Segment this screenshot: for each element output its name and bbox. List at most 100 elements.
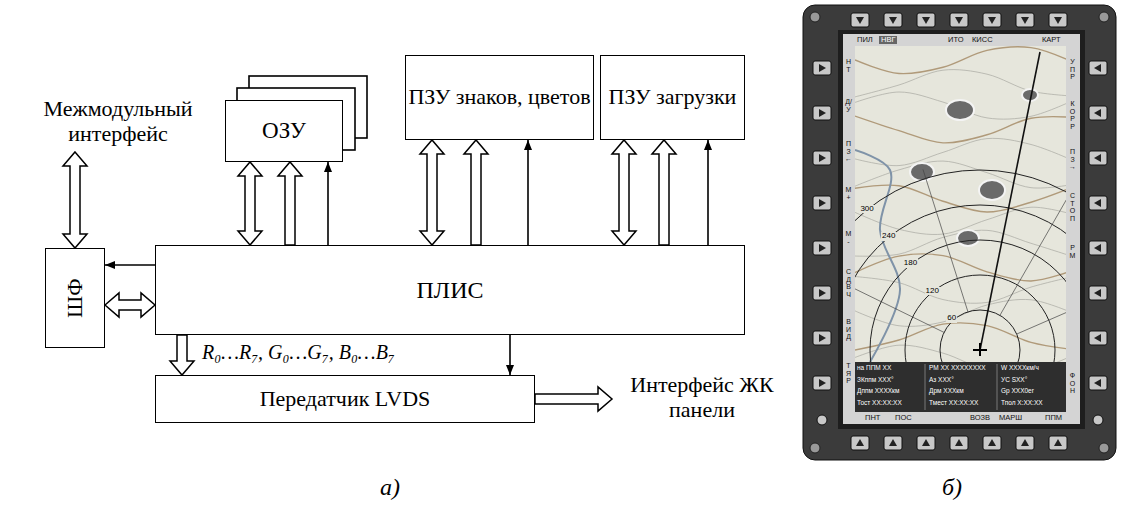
interface-arrow	[63, 152, 87, 248]
signal-arrow	[105, 264, 155, 266]
softkey-label: М-	[845, 230, 852, 245]
button-arrow	[819, 334, 826, 342]
button-arrow	[889, 17, 897, 24]
bus-arrow	[278, 162, 302, 245]
softkey-label: НВГ	[879, 36, 897, 44]
bezel-button	[1089, 286, 1107, 300]
interface-name: Межмодульный интерфейс	[8, 96, 228, 147]
bezel-button	[884, 436, 902, 450]
softkey-label: РМ	[1069, 244, 1076, 259]
range-number: 300	[859, 205, 874, 214]
signal-arrow	[527, 140, 529, 245]
softkey-label: НТ	[845, 58, 852, 73]
block-box: ПЛИС	[155, 245, 745, 335]
bezel-button	[917, 436, 935, 450]
info-readout: Тпол X:XX:XX	[1001, 399, 1069, 406]
bezel-button	[1089, 196, 1107, 210]
signal-arrow	[327, 162, 329, 245]
info-readout: W XXXXкм/ч	[1001, 364, 1069, 371]
bezel-button	[1089, 376, 1107, 390]
interface-name: Интерфейс ЖК панели	[616, 372, 788, 423]
bezel-button	[950, 13, 968, 27]
bezel-button	[1089, 106, 1107, 120]
bezel-button	[1016, 13, 1034, 27]
bus-arrow	[464, 140, 488, 245]
map-zone	[979, 180, 1005, 200]
info-readout: Тост XX:XX:XX	[857, 399, 925, 406]
map-zone	[910, 163, 934, 181]
bus-arrow	[420, 140, 444, 245]
range-radial	[855, 266, 944, 332]
info-readout: на ППМ XX	[857, 364, 925, 371]
button-arrow	[819, 64, 826, 72]
info-divider	[997, 364, 998, 410]
info-readout: Тмест XX:XX:XX	[929, 399, 997, 406]
button-arrow	[819, 199, 826, 207]
gear-icon	[1093, 415, 1103, 425]
button-arrow	[1094, 64, 1101, 72]
button-arrow	[1094, 109, 1101, 117]
block-label: ПЗУ загрузки	[609, 85, 737, 109]
map-zone	[957, 230, 979, 246]
figure-letter: а)	[380, 474, 420, 500]
map-zone	[946, 100, 974, 120]
bezel-button	[1049, 13, 1067, 27]
softkey-label: ИТО	[948, 36, 963, 44]
softkey-label: ТЯР	[845, 362, 852, 385]
softkey-label: ПНТ	[865, 414, 880, 422]
bezel-button	[1089, 331, 1107, 345]
bezel-button	[950, 436, 968, 450]
softkey-label: КОРР	[1069, 100, 1076, 131]
range-ring	[905, 275, 1055, 362]
softkey-label: ВИД	[845, 318, 852, 341]
bezel-button	[1016, 436, 1034, 450]
info-divider	[925, 364, 926, 410]
block-label: ШФ	[63, 278, 87, 318]
button-arrow	[1094, 154, 1101, 162]
button-arrow	[856, 439, 864, 446]
bezel-button	[813, 196, 831, 210]
bezel-button	[813, 241, 831, 255]
signal-name: R₀…R₇, G₀…G₇, B₀…B₇	[200, 341, 397, 363]
button-arrow	[1094, 199, 1101, 207]
bezel-button	[851, 436, 869, 450]
button-arrow	[819, 109, 826, 117]
bezel-button	[1089, 151, 1107, 165]
button-arrow	[955, 439, 963, 446]
map-road	[855, 323, 1066, 350]
screen-strip	[1066, 46, 1080, 412]
softkey-label: СТОП	[1069, 192, 1076, 223]
softkey-label: КИСС	[972, 36, 993, 44]
button-arrow	[922, 17, 930, 24]
bus-arrow	[170, 335, 194, 375]
bezel-button	[983, 13, 1001, 27]
softkey-label: ПОС	[895, 414, 912, 422]
bezel-button	[813, 106, 831, 120]
button-arrow	[1094, 289, 1101, 297]
block-label: ОЗУ	[262, 118, 306, 143]
block-box: ШФ	[45, 248, 105, 348]
block-box: ПЗУ загрузки	[600, 55, 745, 140]
button-arrow	[889, 439, 897, 446]
button-arrow	[1094, 244, 1101, 252]
block-label: ПЗУ знаков, цветов	[408, 85, 590, 109]
bezel-button	[1049, 436, 1067, 450]
bezel-button	[917, 13, 935, 27]
bezel-button	[851, 13, 869, 27]
screen-strip	[843, 34, 1080, 46]
softkey-label: ВОЗВ	[970, 414, 990, 422]
softkey-label: Д/У	[845, 98, 852, 113]
screen-strip	[843, 46, 855, 412]
bus-arrow	[238, 162, 262, 245]
button-arrow	[1054, 439, 1062, 446]
interface-arrow	[535, 387, 612, 411]
softkey-label: МАРШ	[999, 414, 1022, 422]
info-readout: УС SXX°	[1001, 376, 1069, 383]
screw	[810, 443, 820, 453]
block-label: ПЛИС	[417, 277, 484, 303]
button-arrow	[1021, 17, 1029, 24]
map-road	[855, 207, 1066, 234]
info-readout: Gp XXX0er	[1001, 387, 1069, 394]
softkey-label: ПЗ→	[1069, 148, 1076, 171]
range-radial	[1017, 274, 1066, 334]
